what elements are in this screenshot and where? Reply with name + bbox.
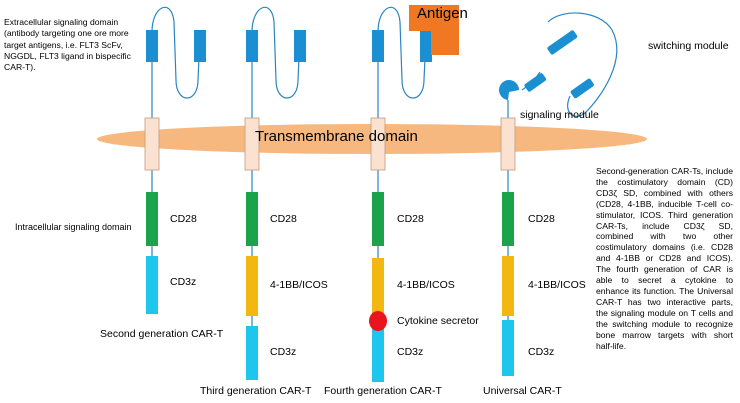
car4-costim-domain — [372, 258, 384, 314]
transmembrane-label: Transmembrane domain — [255, 128, 418, 145]
car2-cd28-label: CD28 — [170, 213, 197, 225]
car3-cd3z-domain — [246, 326, 258, 380]
switching-module-adapter — [524, 73, 547, 92]
car4-costim-label: 4-1BB/ICOS — [397, 279, 455, 291]
universal-cd28-domain — [502, 192, 514, 246]
car4-cd3z-domain — [372, 326, 384, 382]
car4-cd28-label: CD28 — [397, 213, 424, 225]
car4-cd28-domain — [372, 192, 384, 246]
car2-scfv-vh — [146, 30, 158, 62]
universal-cd28-label: CD28 — [528, 213, 555, 225]
switching-module-scfv — [547, 30, 578, 55]
car2-cd3z-label: CD3z — [170, 276, 197, 288]
signaling-module-shape — [499, 80, 519, 100]
extracellular-label: Extracellular signaling domain (antibody… — [4, 17, 131, 73]
universal-hinge — [500, 117, 516, 171]
car3-scfv-vh — [246, 30, 258, 62]
universal-cd3z-domain — [502, 320, 514, 376]
car3-costim-domain — [246, 256, 258, 316]
universal-cd3z-label: CD3z — [528, 346, 555, 358]
car4-scfv-vh — [372, 30, 384, 62]
car4-hinge — [370, 117, 386, 171]
description-text: Second-generation CAR-Ts, include the co… — [596, 166, 733, 351]
car4-cd3z-label: CD3z — [397, 346, 424, 358]
antigen-shape — [409, 5, 459, 55]
intracellular-label: Intracellular signaling domain — [15, 222, 132, 232]
signaling-module-label: signaling module — [520, 109, 599, 121]
car3-cd28-label: CD28 — [270, 213, 297, 225]
car4-scfv-loop — [377, 6, 427, 99]
car3-scfv-vl — [294, 30, 306, 62]
cytokine-secretor-label: Cytokine secretor — [397, 315, 479, 327]
car2-hinge — [144, 117, 160, 171]
cytokine-secretor-circle — [369, 311, 387, 331]
universal-costim-label: 4-1BB/ICOS — [528, 279, 586, 291]
switching-module-label: switching module — [648, 40, 729, 52]
car3-costim-label: 4-1BB/ICOS — [270, 279, 328, 291]
car2-scfv-loop — [151, 6, 201, 99]
second-generation-label: Second generation CAR-T — [100, 328, 224, 340]
car2-scfv-vl — [194, 30, 206, 62]
universal-generation-label: Universal CAR-T — [483, 385, 562, 397]
antigen-label: Antigen — [417, 5, 468, 22]
universal-costim-domain — [502, 256, 514, 316]
car2-cd3z-domain — [146, 256, 158, 314]
car3-cd3z-label: CD3z — [270, 346, 297, 358]
car3-cd28-domain — [246, 192, 258, 246]
third-generation-label: Third generation CAR-T — [200, 385, 312, 397]
car2-cd28-domain — [146, 192, 158, 246]
car3-scfv-loop — [251, 6, 301, 99]
switching-module-segment — [570, 78, 594, 99]
fourth-generation-label: Fourth generation CAR-T — [324, 385, 442, 397]
car4-scfv-vl — [420, 30, 432, 62]
switching-module-tether — [547, 12, 618, 117]
car3-hinge — [244, 117, 260, 171]
